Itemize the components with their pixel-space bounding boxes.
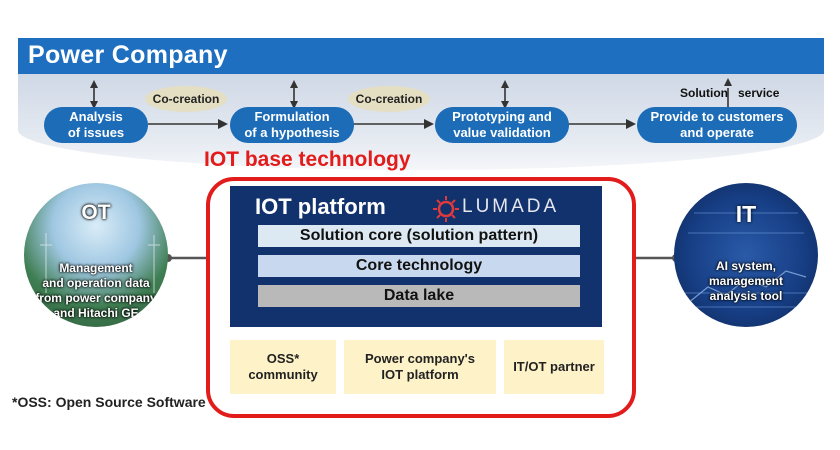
step-provide-and-operate: Provide to customers and operate [637,107,797,143]
it-description: AI system, management analysis tool [708,259,784,303]
cocreation-label: Co-creation [355,92,423,106]
layer-core-technology: Core technology [258,255,580,277]
partner-oss-community: OSS* community [230,340,336,394]
partner-label: Power company's IOT platform [364,351,476,382]
header-bar [18,38,824,74]
ot-image-circle: OT Management and operation data from po… [24,183,168,327]
step-analysis-of-issues: Analysis of issues [44,107,148,143]
ot-title: OT [81,201,111,224]
step-prototyping-and-validation: Prototyping and value validation [435,107,569,143]
transmission-tower-icon [40,233,160,293]
service-label: service [738,86,780,100]
solution-label: Solution [680,86,728,100]
lumada-logo-icon [433,196,459,222]
ot-description: Management and operation data from power… [35,261,157,320]
iot-platform-title: IOT platform [255,194,386,219]
layer-data-lake: Data lake [258,285,580,307]
step-label: Analysis of issues [67,109,125,140]
lumada-logo-text: LUMADA [462,196,560,217]
step-label: Prototyping and value validation [452,109,552,140]
cocreation-badge-2: Co-creation [348,86,430,112]
cocreation-badge-1: Co-creation [145,86,227,112]
it-title: IT [735,201,757,227]
partner-it-ot: IT/OT partner [504,340,604,394]
iot-base-title: IOT base technology [204,148,411,171]
partner-label: OSS* community [248,351,318,382]
step-label: Formulation of a hypothesis [244,109,340,140]
cocreation-label: Co-creation [152,92,220,106]
it-image-circle: IT AI system, management analysis tool [674,183,818,327]
step-formulation-of-hypothesis: Formulation of a hypothesis [230,107,354,143]
data-chart-icon [684,212,808,308]
footnote: *OSS: Open Source Software [12,394,206,410]
step-label: Provide to customers and operate [650,109,784,140]
partner-power-company-iot: Power company's IOT platform [344,340,496,394]
layer-solution-core: Solution core (solution pattern) [258,225,580,247]
page-title: Power Company [28,41,228,69]
partner-label: IT/OT partner [513,359,595,374]
